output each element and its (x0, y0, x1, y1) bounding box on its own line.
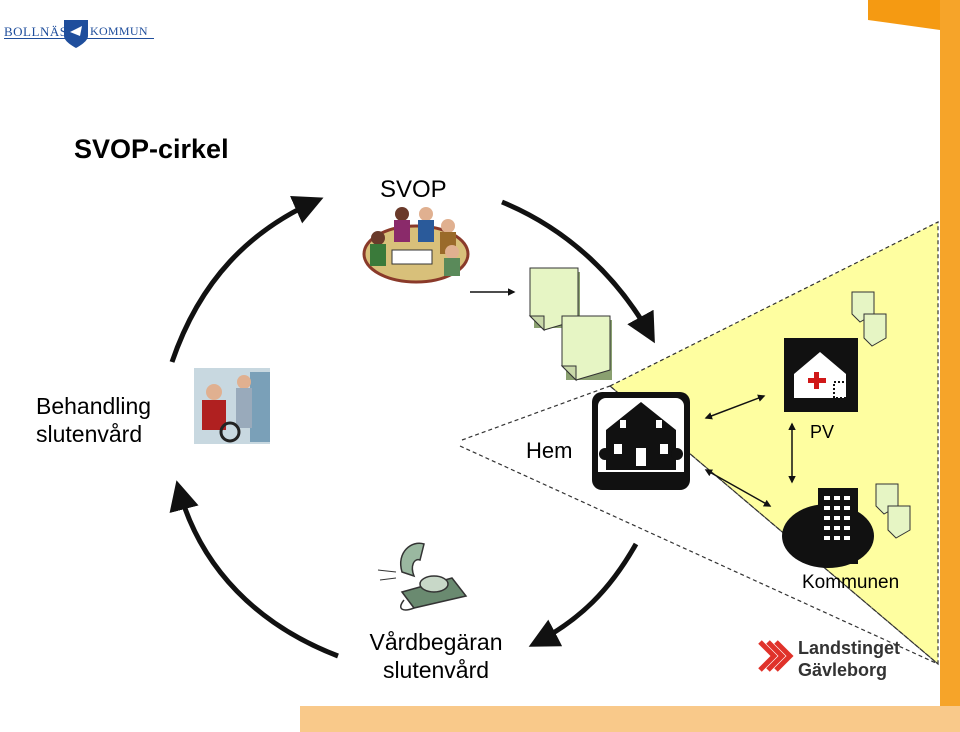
meeting-people-icon (362, 207, 470, 284)
house-icon (592, 392, 690, 490)
logo-underline (4, 38, 154, 39)
health-center-icon (784, 338, 858, 412)
municipality-building-icon (782, 488, 874, 568)
page-title: SVOP-cirkel (74, 134, 229, 164)
arc-arrow-top-left (169, 195, 324, 363)
bollnas-logo: BOLLNÄS KOMMUN (4, 18, 164, 48)
telephone-icon (377, 542, 468, 611)
document-icon (851, 291, 887, 347)
svop-label: SVOP (380, 176, 447, 203)
arc-arrow-top-right (501, 199, 655, 344)
bollnas-coat-of-arms-icon (64, 20, 88, 48)
landsting-line1: Landstinget (798, 638, 900, 658)
vardbegaran-label: Vårdbegäran slutenvård (366, 628, 506, 684)
arc-arrow-bottom-left (169, 480, 339, 659)
arrow-hem-kommun (704, 469, 772, 507)
behandling-line1: Behandling (36, 393, 152, 419)
arc-arrow-bottom-right (528, 542, 639, 647)
vardbegaran-line1: Vårdbegäran (369, 629, 503, 655)
document-icon (875, 483, 911, 539)
landstinget-gavleborg-logo: Landstinget Gävleborg (758, 634, 918, 690)
landsting-line2: Gävleborg (798, 660, 888, 680)
document-icon (560, 315, 612, 382)
pv-label: PV (810, 422, 835, 442)
landstinget-logo-icon (758, 640, 794, 672)
vardbegaran-line2: slutenvård (382, 657, 490, 683)
arrow-hem-pv (704, 394, 766, 420)
hem-label: Hem (526, 438, 573, 463)
patient-care-icon (194, 368, 270, 444)
behandling-line2: slutenvård (36, 421, 143, 447)
kommunen-label: Kommunen (802, 572, 900, 593)
logo-left-text: BOLLNÄS (4, 24, 68, 39)
behandling-label: Behandling slutenvård (36, 392, 151, 448)
logo-right-text: KOMMUN (90, 24, 148, 38)
